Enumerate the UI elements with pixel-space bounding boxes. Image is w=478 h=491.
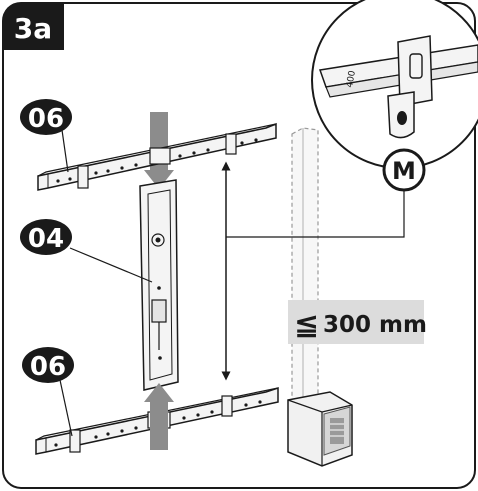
callout-letter: M (392, 157, 416, 185)
measurement-label: ≦ 300 mm (288, 300, 427, 344)
part-number-top: 06 (28, 104, 64, 134)
callout-m: M (382, 148, 426, 192)
pole-base (287, 391, 353, 467)
top-rail (37, 122, 277, 191)
step-badge: 3a (3, 3, 64, 50)
detail-magnifier: 400 (311, 0, 478, 169)
vertical-pole (291, 127, 319, 413)
le-symbol: ≦ (294, 307, 319, 342)
part-label-bracket: 04 (20, 219, 153, 283)
part-number-bracket: 04 (28, 224, 64, 254)
part-label-top-rail: 06 (20, 99, 72, 173)
bracket-plate (139, 179, 179, 391)
measurement-value: 300 mm (323, 312, 427, 338)
step-label: 3a (14, 12, 52, 45)
part-number-bottom: 06 (30, 352, 66, 382)
up-arrow (144, 383, 174, 450)
callout-leader (226, 190, 405, 238)
rail-mark-text: 400 (345, 70, 358, 89)
part-label-bottom-rail: 06 (22, 347, 74, 437)
